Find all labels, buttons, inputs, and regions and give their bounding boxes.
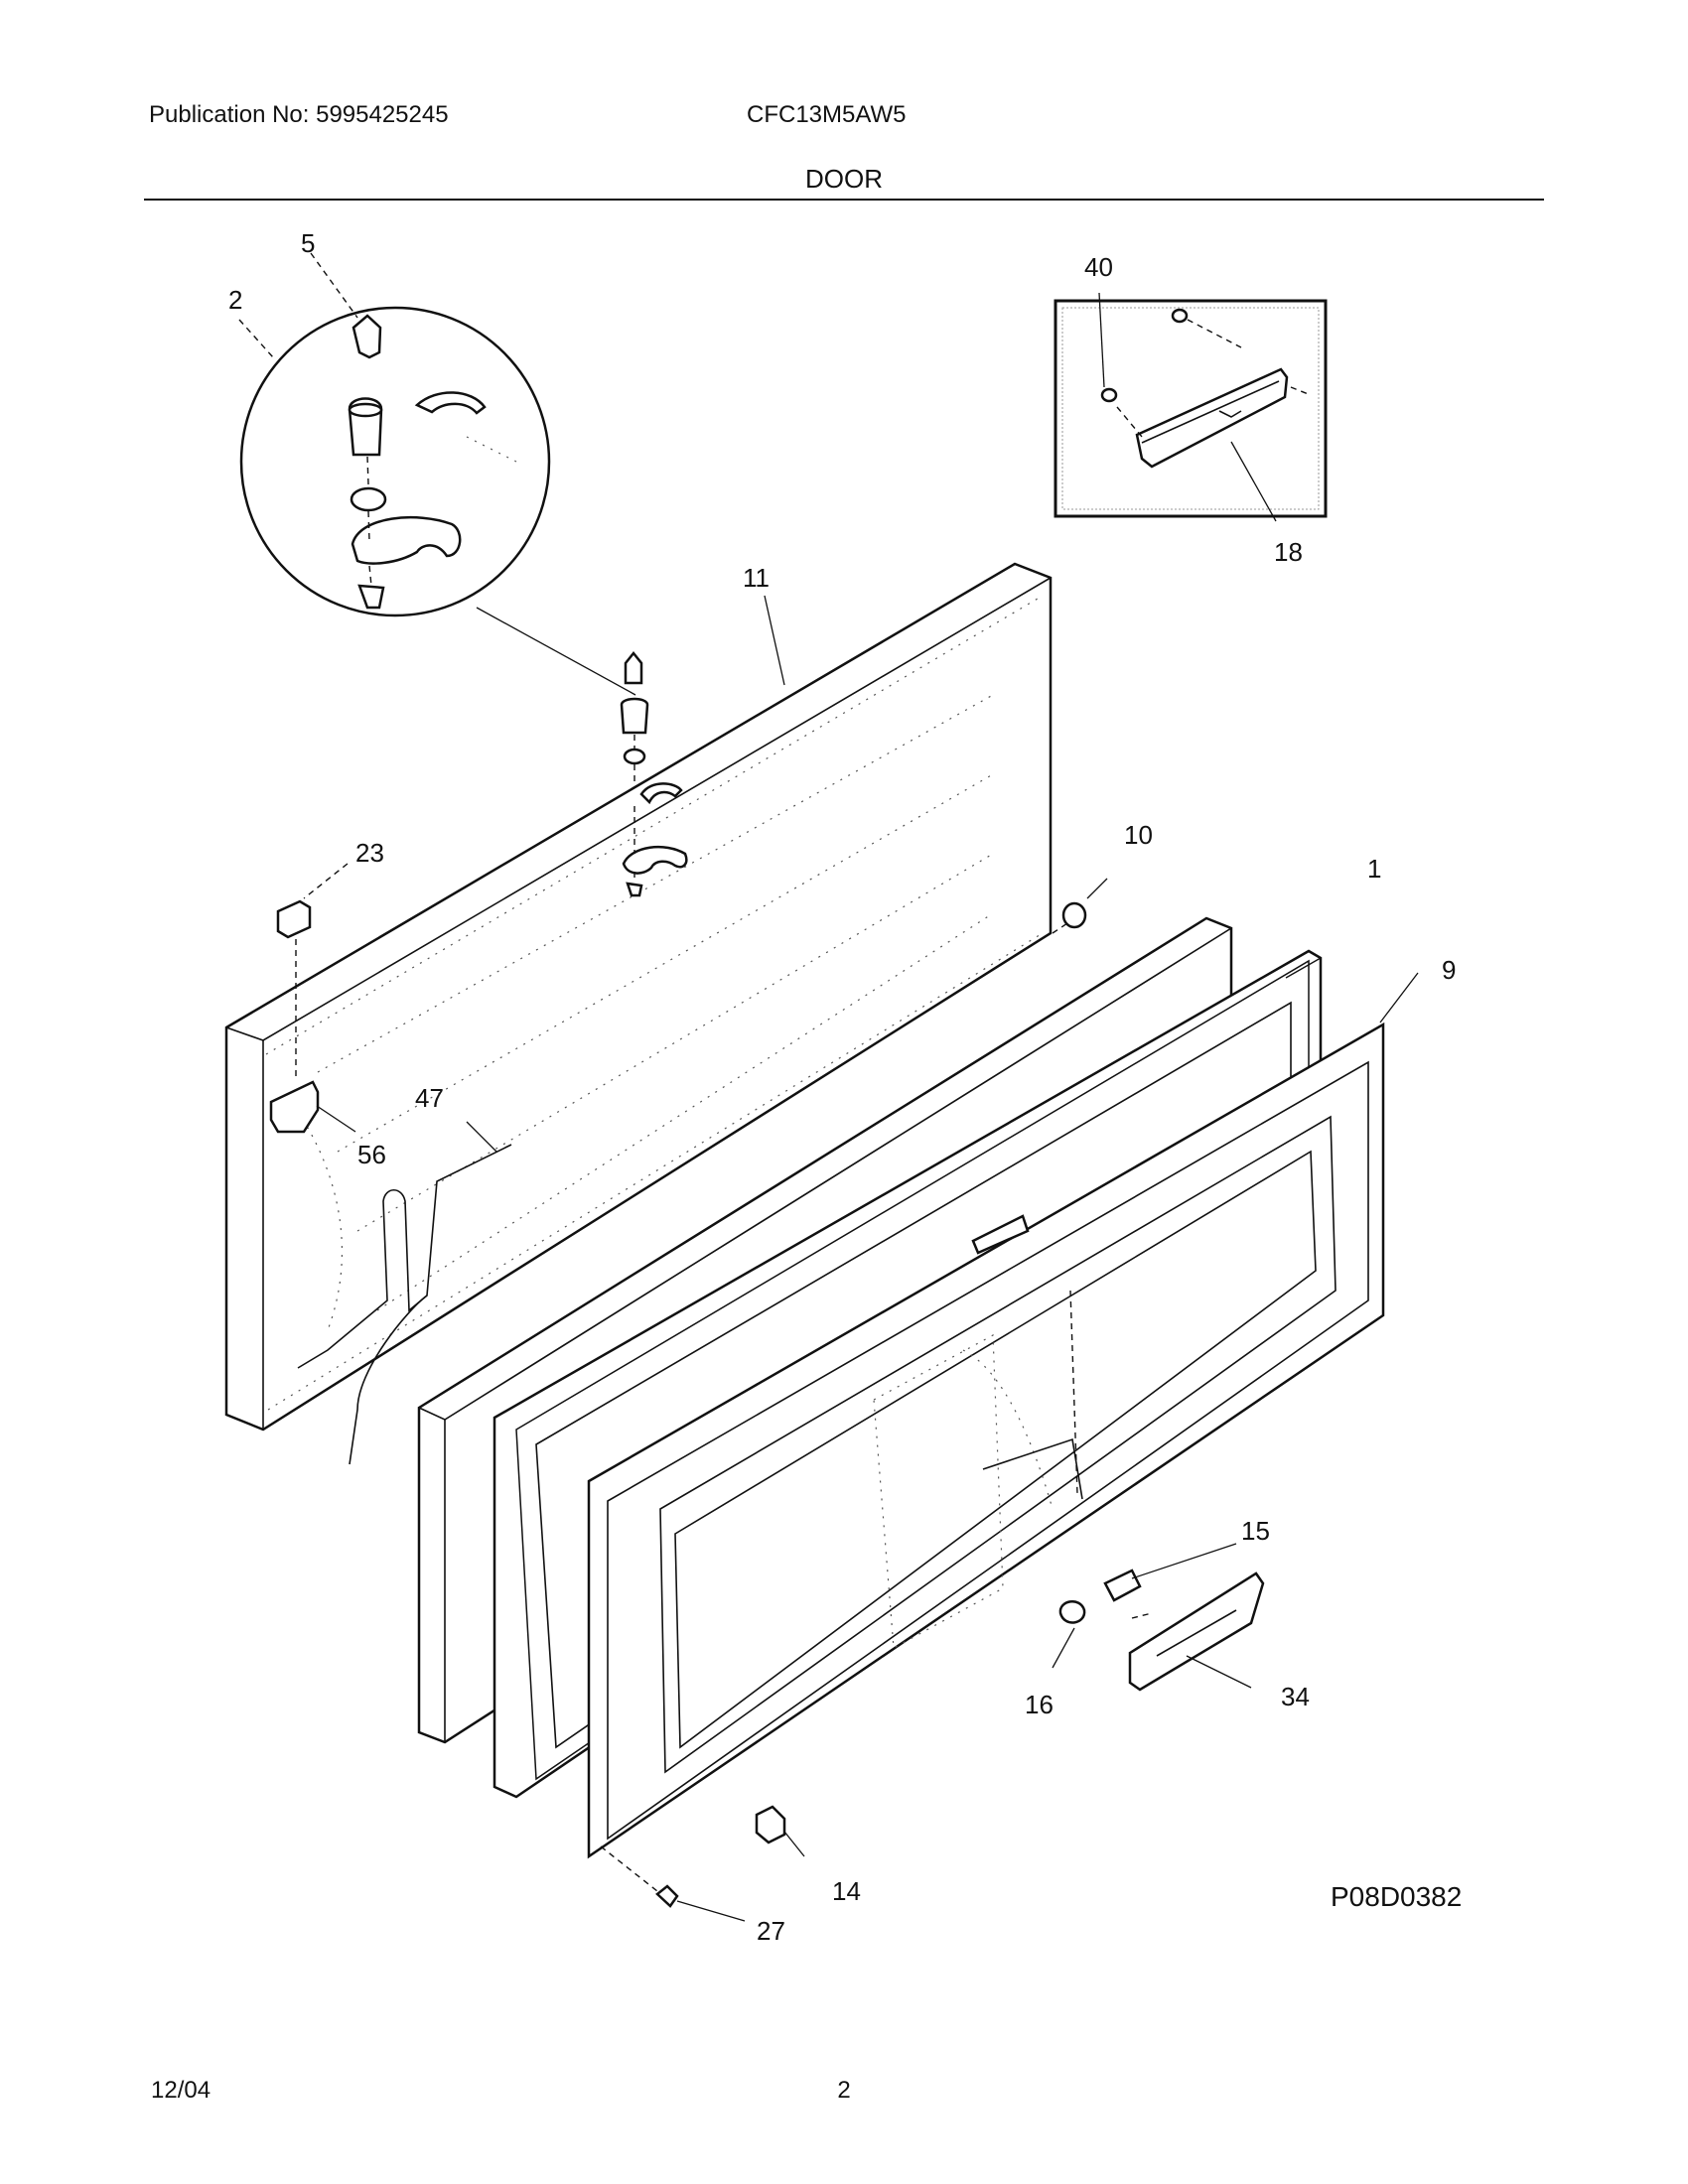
callout-16: 16 [1025, 1690, 1054, 1719]
callout-10: 10 [1124, 820, 1153, 850]
latch-parts [269, 899, 356, 1134]
hinge-detail-circle [239, 306, 636, 696]
plug-10 [1052, 878, 1108, 934]
lock-parts [600, 1543, 1265, 1922]
callout-11: 11 [743, 563, 770, 593]
header-divider [144, 199, 1544, 201]
callout-27: 27 [757, 1916, 785, 1946]
inner-door-liner [587, 972, 1419, 1859]
publication-number: Publication No: 5995425245 [149, 101, 449, 128]
callout-40: 40 [1084, 252, 1113, 282]
callout-9: 9 [1442, 955, 1456, 985]
callout-15: 15 [1241, 1516, 1270, 1546]
page-title: DOOR [805, 164, 883, 194]
callout-18: 18 [1274, 537, 1303, 567]
model-number: CFC13M5AW5 [747, 101, 907, 128]
heater-wire [297, 1121, 512, 1465]
callout-34: 34 [1281, 1682, 1310, 1711]
callout-56: 56 [357, 1140, 386, 1169]
callout-23: 23 [355, 838, 384, 868]
callout-2: 2 [228, 285, 242, 315]
callout-14: 14 [832, 1876, 861, 1906]
callout-1: 1 [1367, 854, 1381, 884]
door-outer-panel [224, 562, 1053, 1432]
diagram-reference-code: P08D0382 [1331, 1881, 1462, 1912]
callout-5: 5 [301, 228, 315, 258]
callout-47: 47 [415, 1083, 444, 1113]
handle-inset-box [1054, 299, 1328, 518]
hinge-assembly [620, 650, 688, 897]
footer-date: 12/04 [151, 2077, 211, 2104]
page-number: 2 [837, 2077, 851, 2104]
